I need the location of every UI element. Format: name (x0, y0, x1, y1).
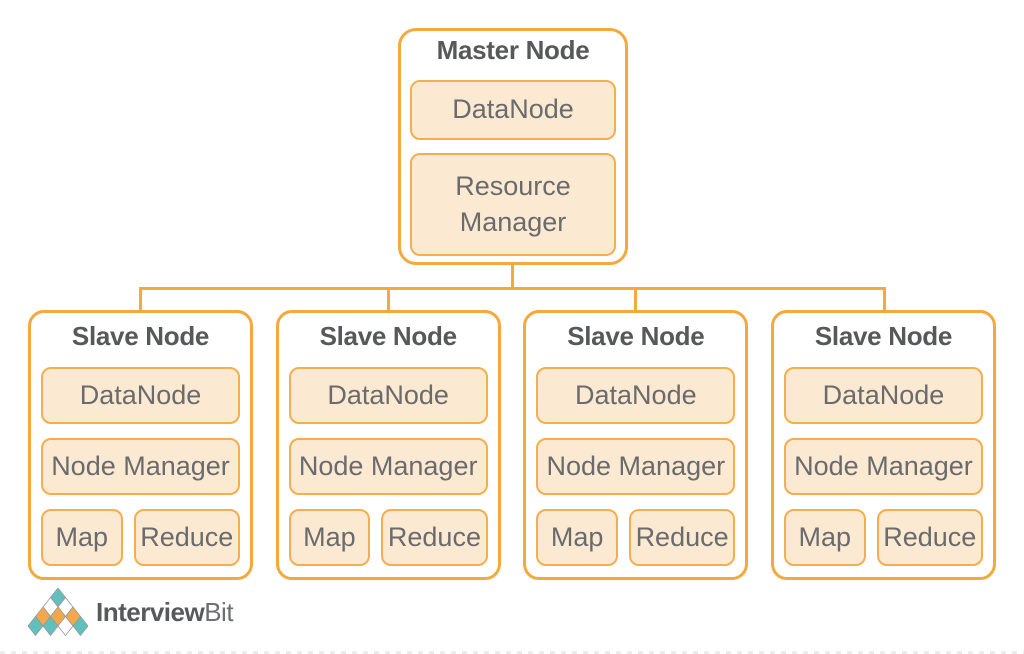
slave-node-title: Slave Node (319, 320, 457, 351)
chip-label: Node Manager (546, 450, 726, 481)
chip-label: Map (550, 521, 604, 552)
reduce-chip: Reduce (876, 509, 983, 566)
chip-label: Map (303, 521, 356, 552)
chip-label: Reduce (883, 521, 977, 552)
slave-datanode-chip: DataNode (41, 367, 240, 424)
task-row: Map Reduce (783, 509, 983, 566)
chip-label: DataNode (822, 379, 945, 410)
slave-node-title: Slave Node (814, 320, 953, 351)
slave-node-title: Slave Node (71, 320, 210, 351)
connector-drop-4 (883, 289, 886, 311)
brand-text-bit: Bit (204, 596, 234, 627)
slave-node-manager-chip: Node Manager (288, 438, 488, 495)
bottom-divider (0, 651, 1024, 654)
task-row: Map Reduce (536, 509, 736, 566)
chip-label: Node Manager (794, 450, 973, 481)
chip-label: DataNode (327, 379, 449, 410)
chip-label: Resource Manager (455, 171, 571, 237)
slave-node-3: Slave Node DataNode Node Manager Map Red… (523, 310, 749, 580)
map-chip: Map (41, 509, 123, 566)
connector-drop-1 (139, 289, 142, 311)
chip-label: Reduce (140, 521, 234, 552)
master-datanode-chip: DataNode (410, 80, 616, 140)
reduce-chip: Reduce (381, 509, 488, 566)
slave-datanode-chip: DataNode (783, 367, 983, 424)
brand-wordmark: InterviewBit (96, 596, 234, 628)
slave-node-manager-chip: Node Manager (783, 438, 983, 495)
chip-label: Map (798, 521, 852, 552)
chip-label: Node Manager (51, 450, 230, 481)
slave-node-title: Slave Node (567, 320, 705, 351)
map-chip: Map (536, 509, 618, 566)
interviewbit-logo: InterviewBit (28, 588, 234, 636)
slave-node-manager-chip: Node Manager (41, 438, 240, 495)
map-chip: Map (288, 509, 371, 566)
connector-drop-2 (387, 289, 390, 311)
chip-label: DataNode (79, 379, 202, 410)
reduce-chip: Reduce (133, 509, 240, 566)
task-row: Map Reduce (288, 509, 488, 566)
slaves-row: Slave Node DataNode Node Manager Map Red… (28, 310, 996, 580)
brand-text-interview: Interview (96, 596, 205, 627)
master-node-title: Master Node (436, 34, 590, 65)
chip-label: Node Manager (298, 450, 478, 481)
master-resource-manager-chip: Resource Manager (410, 153, 616, 256)
reduce-chip: Reduce (628, 509, 736, 566)
slave-node-manager-chip: Node Manager (536, 438, 736, 495)
chip-label: DataNode (575, 379, 697, 410)
chip-label: Map (55, 521, 109, 552)
task-row: Map Reduce (41, 509, 240, 566)
chip-label: Reduce (387, 521, 481, 552)
slave-node-1: Slave Node DataNode Node Manager Map Red… (28, 310, 253, 580)
slave-datanode-chip: DataNode (536, 367, 736, 424)
master-node: Master Node DataNode Resource Manager (398, 28, 628, 265)
interviewbit-logo-icon (28, 588, 88, 636)
connector-drop-3 (634, 289, 637, 311)
chip-label: DataNode (452, 94, 574, 125)
chip-label: Reduce (635, 521, 729, 552)
slave-node-2: Slave Node DataNode Node Manager Map Red… (275, 310, 501, 580)
slave-datanode-chip: DataNode (288, 367, 488, 424)
connector-bus (139, 287, 886, 290)
slave-node-4: Slave Node DataNode Node Manager Map Red… (770, 310, 996, 580)
map-chip: Map (783, 509, 866, 566)
connector-master-stem (511, 264, 514, 289)
